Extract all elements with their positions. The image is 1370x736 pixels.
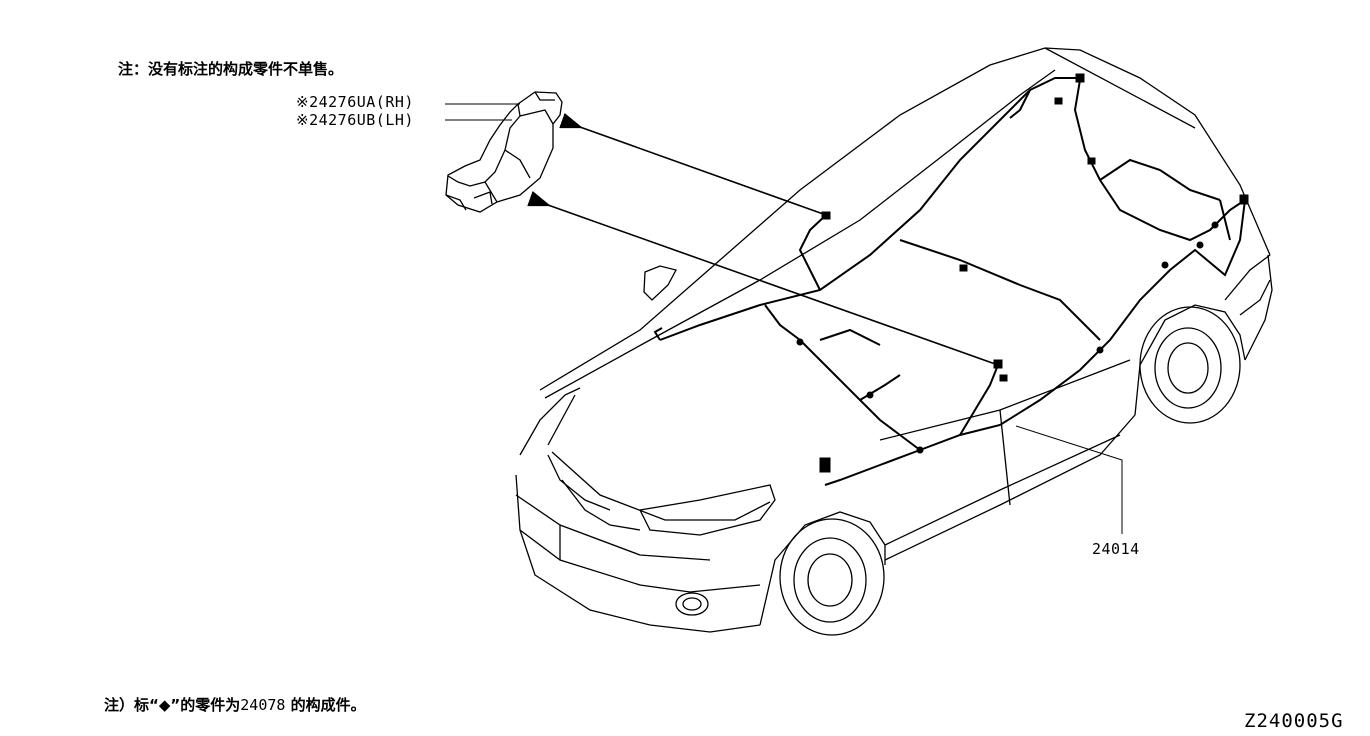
bottom-note-suffix: 的构成件。 [285, 696, 366, 714]
bottom-note-part: 24078 [240, 696, 286, 714]
diagram-code: Z240005G [1244, 710, 1344, 732]
bottom-note: 注）标“◆”的零件为24078 的构成件。 [104, 694, 366, 715]
leader-lines [445, 103, 1123, 534]
harness-connectors [796, 73, 1249, 473]
arrows [527, 113, 999, 366]
wiring-harness-24014 [653, 77, 1246, 486]
bracket-part [445, 91, 563, 213]
part-label-rh: ※24276UA(RH) [296, 93, 414, 111]
car-body [515, 47, 1273, 636]
part-label-lh: ※24276UB(LH) [296, 111, 414, 129]
part-label-harness: 24014 [1092, 540, 1140, 558]
top-note: 注：没有标注的构成零件不单售。 [118, 60, 344, 78]
bottom-note-prefix: 注）标“◆”的零件为 [104, 696, 241, 714]
